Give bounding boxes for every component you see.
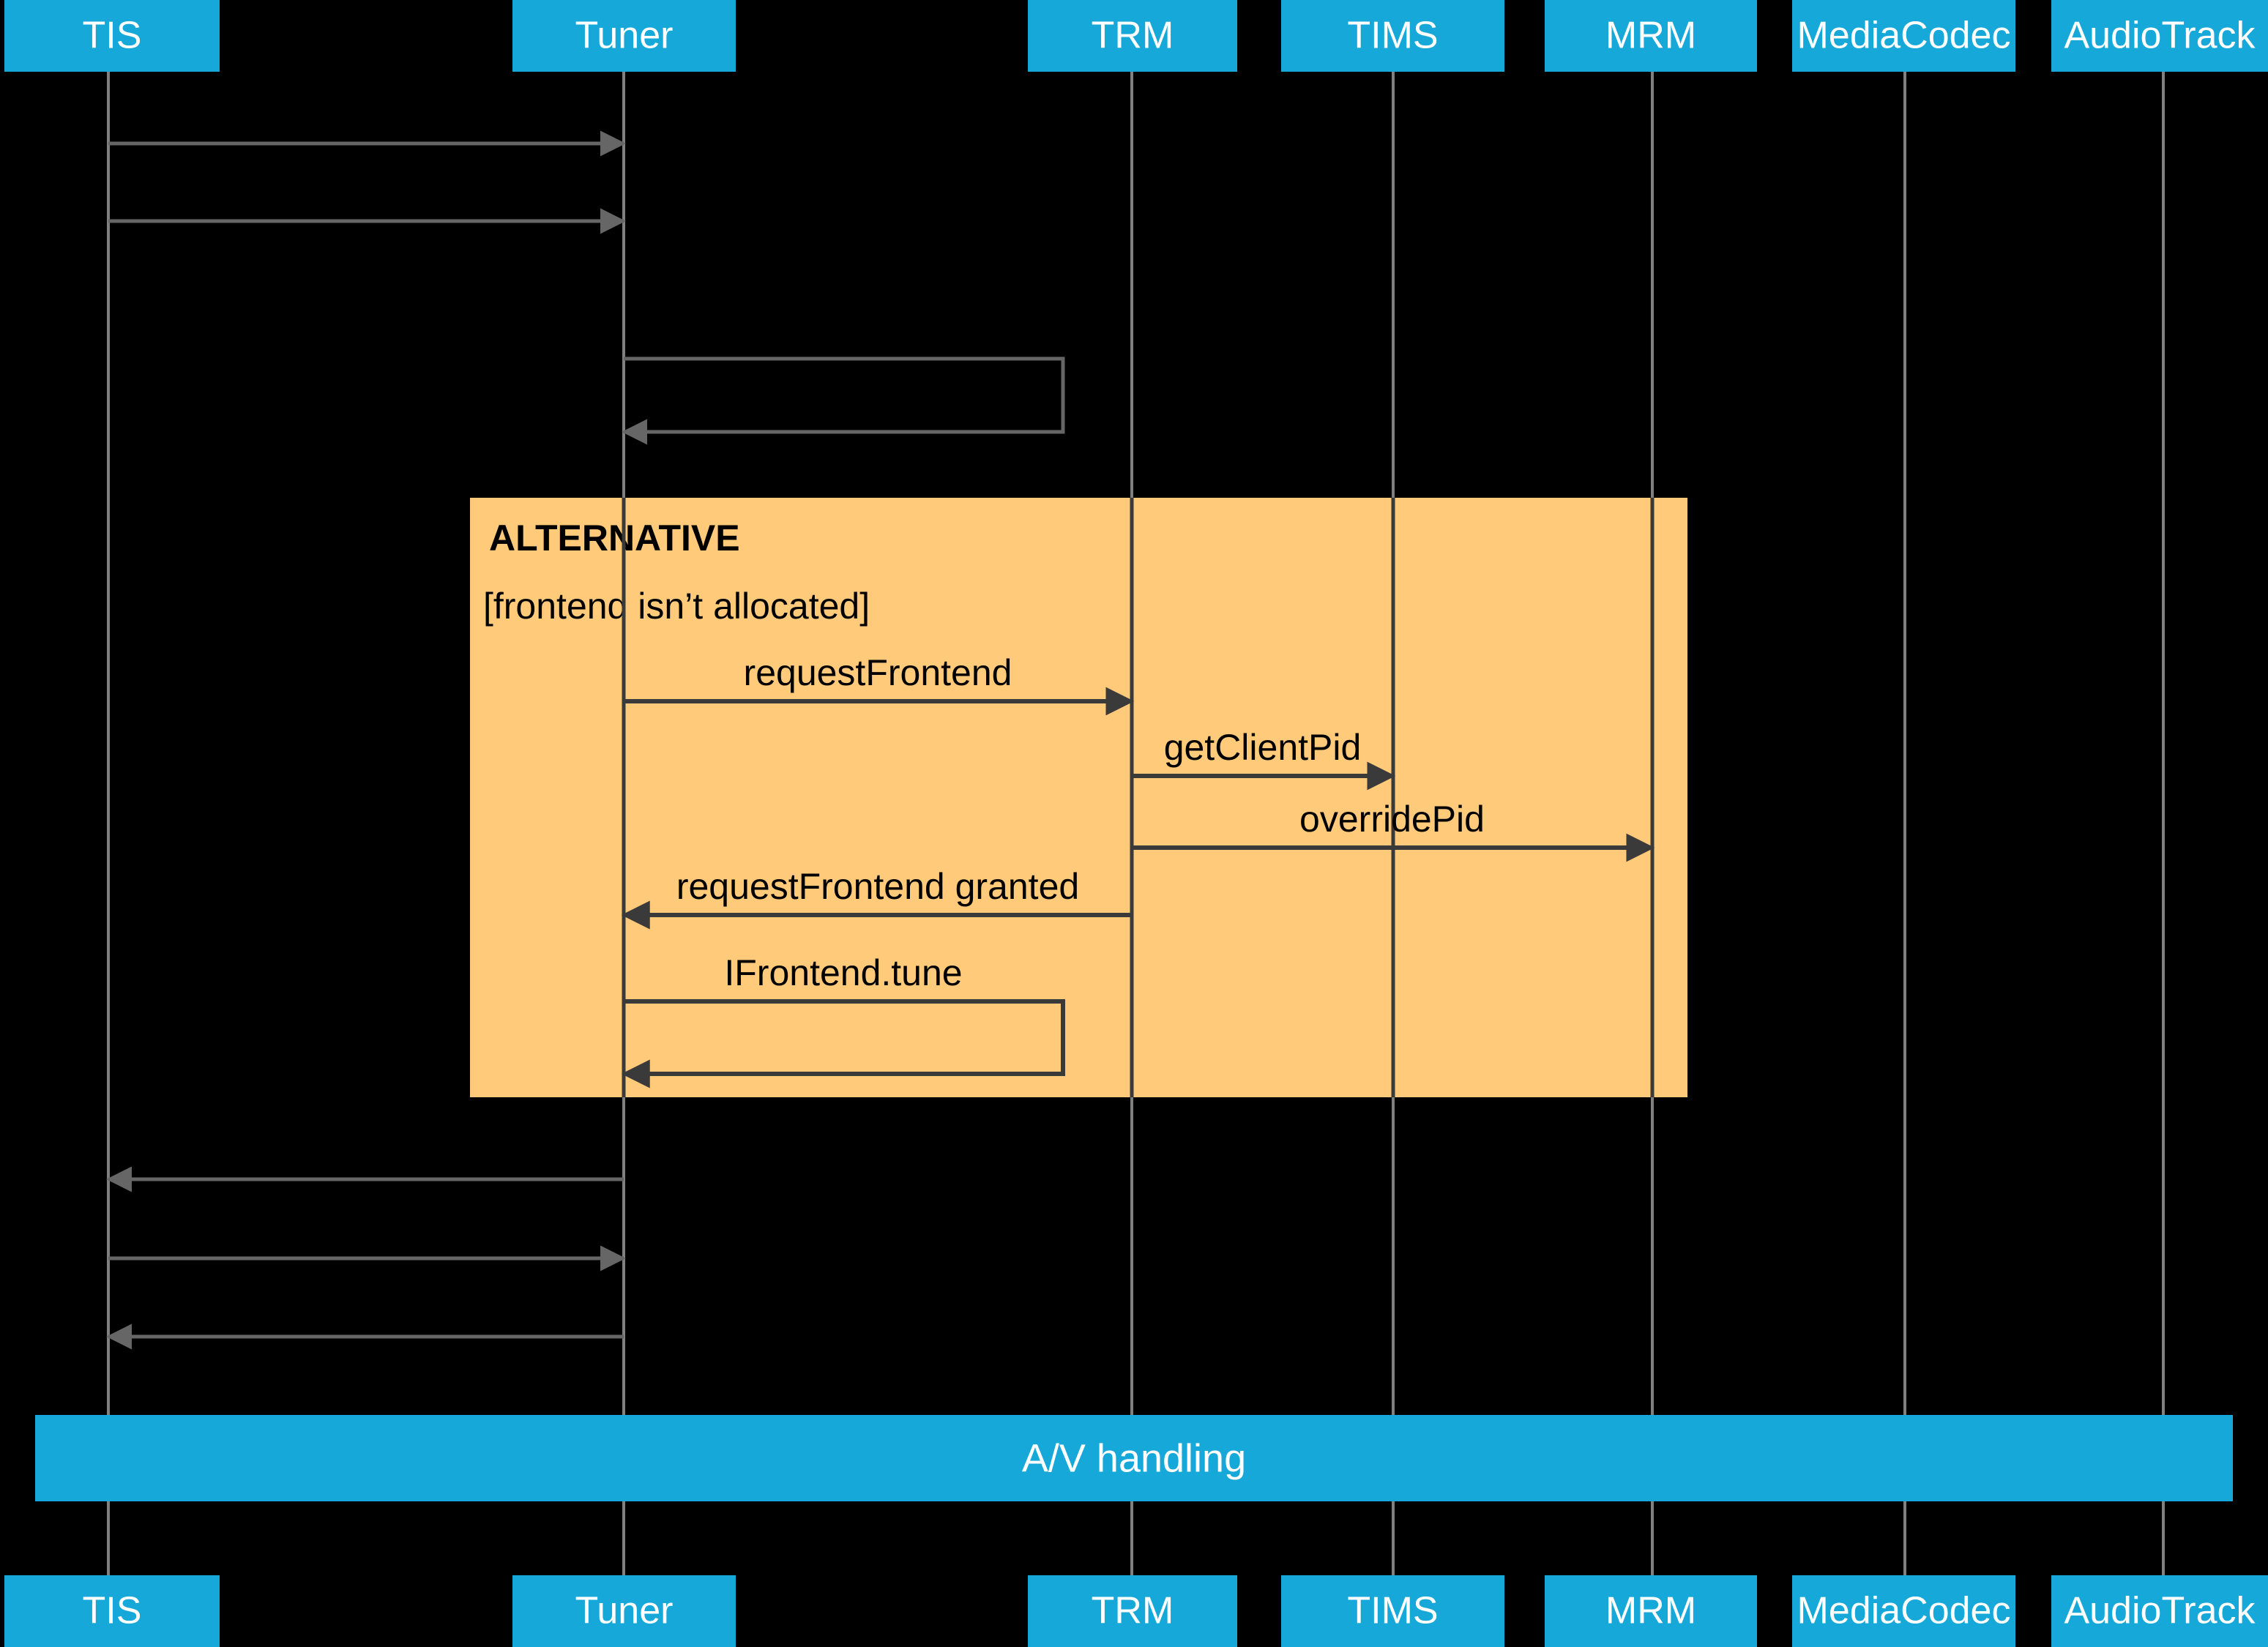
actor-label-tims-bottom: TIMS — [1347, 1590, 1438, 1632]
actor-box-mediacodec-top[interactable] — [1792, 0, 2015, 72]
fragment-layer: ALTERNATIVE [frontend isn’t allocated] — [470, 498, 1687, 1097]
message-path-m3 — [622, 356, 1065, 445]
actor-label-audiotrack-top: AudioTrack — [2064, 15, 2256, 57]
message-m3 — [622, 356, 1065, 445]
actor-box-trm-top[interactable] — [1028, 0, 1237, 72]
actor-box-tis-top[interactable] — [4, 0, 220, 72]
actor-box-tims-top[interactable] — [1281, 0, 1504, 72]
actor-box-mediacodec-bottom[interactable] — [1792, 1575, 2015, 1647]
actor-box-audiotrack-top[interactable] — [2051, 0, 2268, 72]
actor-box-audiotrack-bottom[interactable] — [2051, 1575, 2268, 1647]
message-m6: overridePid — [1132, 799, 1655, 862]
actor-label-tuner-top: Tuner — [575, 15, 674, 57]
actor-box-tis-bottom[interactable] — [4, 1575, 220, 1647]
message-m4: requestFrontend — [624, 652, 1135, 716]
actor-label-trm-bottom: TRM — [1092, 1590, 1174, 1632]
alternative-fragment-title: ALTERNATIVE — [489, 518, 740, 559]
av-handling-box[interactable] — [35, 1415, 2233, 1501]
alternative-fragment-body — [470, 498, 1687, 1097]
message-m5: getClientPid — [1132, 727, 1396, 791]
av-handling-label: A/V handling — [1022, 1436, 1246, 1480]
message-label-m5: getClientPid — [1164, 727, 1362, 768]
actor-label-audiotrack-bottom: AudioTrack — [2064, 1590, 2256, 1632]
actor-label-tuner-bottom: Tuner — [575, 1590, 674, 1632]
actor-box-tims-bottom[interactable] — [1281, 1575, 1504, 1647]
actor-label-mrm-bottom: MRM — [1605, 1590, 1696, 1632]
actor-headers-top: TIS Tuner TRM TIMS MRM MediaCodec AudioTrack — [4, 0, 2268, 72]
message-label-m6: overridePid — [1299, 799, 1485, 840]
actor-label-tims-top: TIMS — [1347, 15, 1438, 57]
message-label-m4: requestFrontend — [744, 652, 1012, 693]
actor-box-mrm-bottom[interactable] — [1545, 1575, 1757, 1647]
messages-layer: requestFrontend getClientPid overridePid re… — [106, 130, 1655, 1350]
alternative-fragment-guard: [frontend isn’t allocated] — [483, 586, 870, 627]
actor-label-trm-top: TRM — [1092, 15, 1174, 57]
message-label-m7: requestFrontend granted — [676, 866, 1079, 907]
actor-label-mrm-top: MRM — [1605, 15, 1696, 57]
ref-frame-layer: A/V handling — [35, 1415, 2233, 1501]
message-m8: IFrontend.tune — [621, 952, 1065, 1088]
actor-box-mrm-top[interactable] — [1545, 0, 1757, 72]
actor-box-tuner-bottom[interactable] — [512, 1575, 736, 1647]
message-label-m8: IFrontend.tune — [724, 952, 962, 993]
actor-label-mediacodec-top: MediaCodec — [1797, 15, 2011, 57]
actor-label-tis-top: TIS — [83, 15, 142, 57]
actor-headers-bottom: TIS Tuner TRM TIMS MRM MediaCodec AudioTrack — [4, 1575, 2268, 1647]
actor-label-tis-bottom: TIS — [83, 1590, 142, 1632]
actor-label-mediacodec-bottom: MediaCodec — [1797, 1590, 2011, 1632]
message-m7: requestFrontend granted — [621, 866, 1132, 930]
message-path-m8 — [621, 999, 1065, 1088]
actor-box-trm-bottom[interactable] — [1028, 1575, 1237, 1647]
actor-box-tuner-top[interactable] — [512, 0, 736, 72]
fragment-lifelines-layer — [622, 498, 1655, 1097]
